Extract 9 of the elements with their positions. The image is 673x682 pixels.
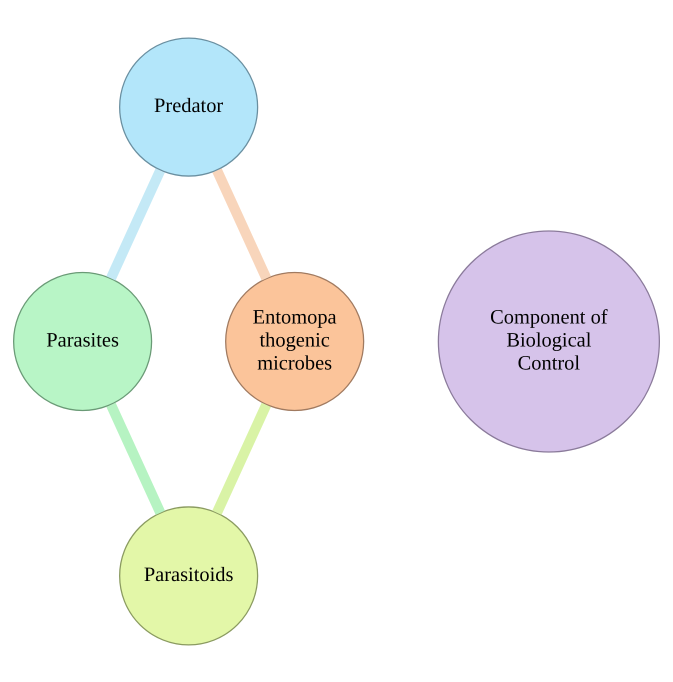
connector [212,402,271,514]
connector [106,168,165,280]
connector [106,402,165,514]
node-circle: Entomopa thogenic microbes [225,271,364,411]
node-circle: Component of Biological Control [438,230,660,452]
node-circle: Parasites [13,271,152,411]
connector [212,168,271,280]
node-circle: Parasitoids [119,506,258,646]
node-circle: Predator [119,36,258,176]
